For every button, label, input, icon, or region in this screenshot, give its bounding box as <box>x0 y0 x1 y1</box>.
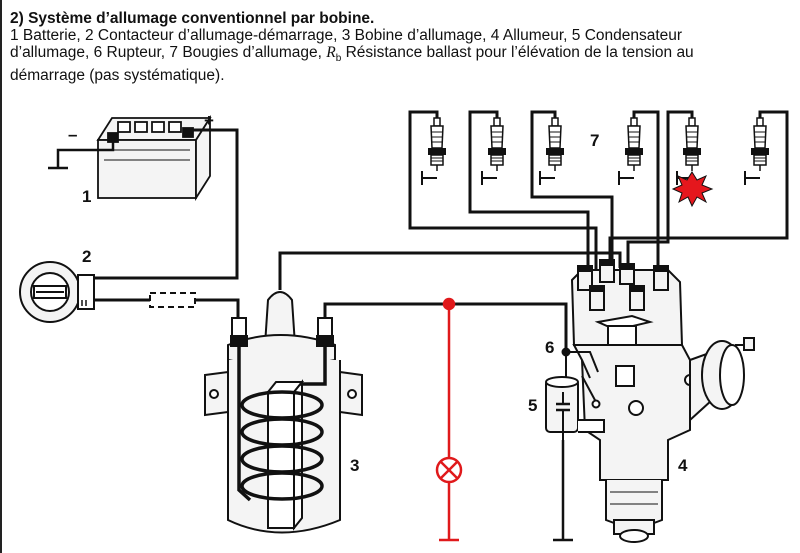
switch-to-coil-wire <box>94 298 240 318</box>
caption-body-start: 1 Batterie, 2 Contacteur d’allumage-déma… <box>10 27 683 61</box>
spark-plug <box>545 117 565 172</box>
condenser <box>545 376 605 440</box>
ballast-resistor <box>149 292 196 308</box>
caption-title: 2) Système d’allumage conventionnel par … <box>10 10 375 27</box>
plug-ground-marks <box>421 171 760 185</box>
ignition-coil <box>204 291 363 534</box>
spark-burst-icon <box>671 171 714 208</box>
spark-plug-firing <box>682 117 702 172</box>
coil-winding <box>237 345 327 502</box>
switch-number: 2 <box>82 247 91 266</box>
distributor-number: 4 <box>678 456 688 475</box>
spark-plug <box>487 117 507 172</box>
spark-plug <box>624 117 644 172</box>
battery-positive-wire <box>95 128 239 280</box>
battery-plus-label: + <box>204 111 214 130</box>
coil-number: 3 <box>350 456 359 475</box>
breaker-number: 6 <box>545 338 554 357</box>
distributor-ground-wire <box>553 440 573 542</box>
left-border <box>0 0 2 553</box>
condenser-number: 5 <box>528 396 537 415</box>
spark-plug <box>750 117 770 172</box>
coil-high-tension-wire <box>278 251 622 290</box>
spark-plug-leads <box>408 110 789 300</box>
ballast-resistor-symbol: R <box>326 44 336 61</box>
plugs-number: 7 <box>590 131 599 150</box>
battery-minus-label: – <box>68 125 77 144</box>
spark-plug <box>427 117 447 172</box>
distributor <box>570 259 755 543</box>
ballast-resistor-subscript: b <box>335 53 342 65</box>
figure-caption: 2) Système d’allumage conventionnel par … <box>10 10 750 84</box>
battery-number: 1 <box>82 187 91 206</box>
battery <box>96 114 212 202</box>
caption-body-end: Résistance ballast pour l’élévation de l… <box>10 44 694 85</box>
ignition-switch <box>19 261 95 323</box>
coil-primary-wire <box>323 302 568 352</box>
battery-ground-wire <box>48 138 115 170</box>
test-lamp-circuit <box>439 297 459 542</box>
test-lamp-icon <box>435 456 463 484</box>
